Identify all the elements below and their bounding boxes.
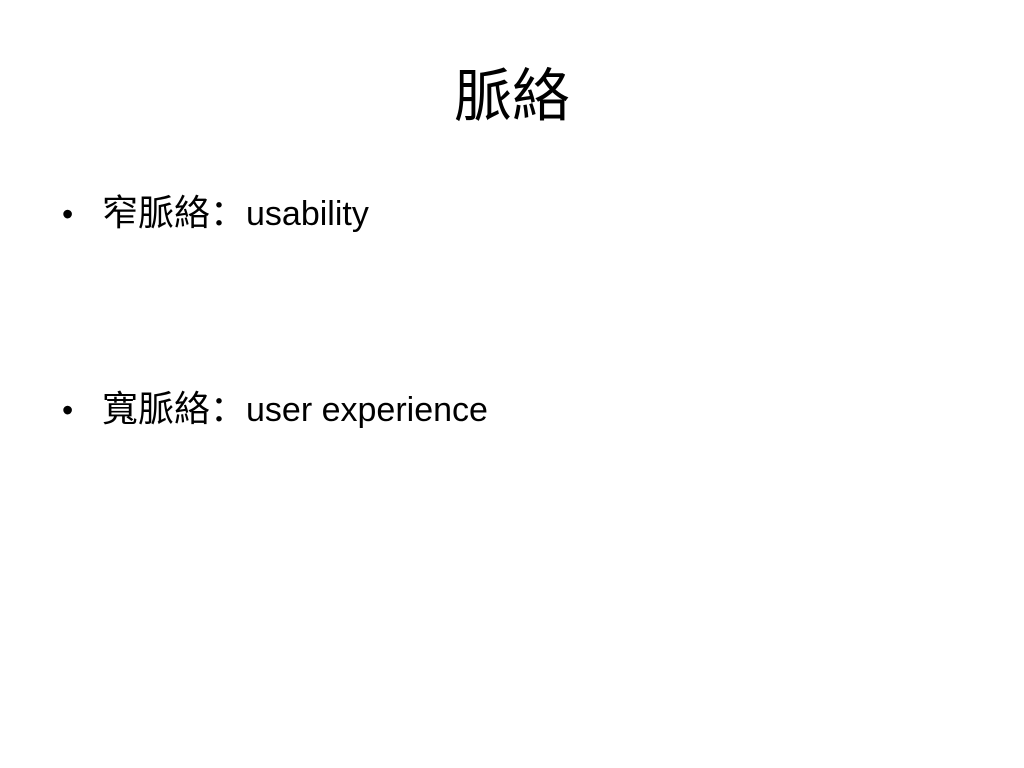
bullet-item-broad-context: • 寬脈絡：user experience bbox=[60, 384, 960, 436]
slide-title: 脈絡 bbox=[453, 62, 570, 130]
bullet-description: usability bbox=[246, 195, 369, 233]
bullet-list: • 窄脈絡：usability • 寬脈絡：user experience bbox=[60, 188, 960, 436]
bullet-term: 寬脈絡： bbox=[102, 389, 247, 430]
bullet-term: 窄脈絡： bbox=[102, 193, 247, 234]
bullet-dot-icon: • bbox=[62, 196, 74, 232]
bullet-item-narrow-context: • 窄脈絡：usability bbox=[60, 188, 960, 240]
bullet-description: user experience bbox=[246, 391, 488, 429]
bullet-dot-icon: • bbox=[62, 392, 74, 428]
